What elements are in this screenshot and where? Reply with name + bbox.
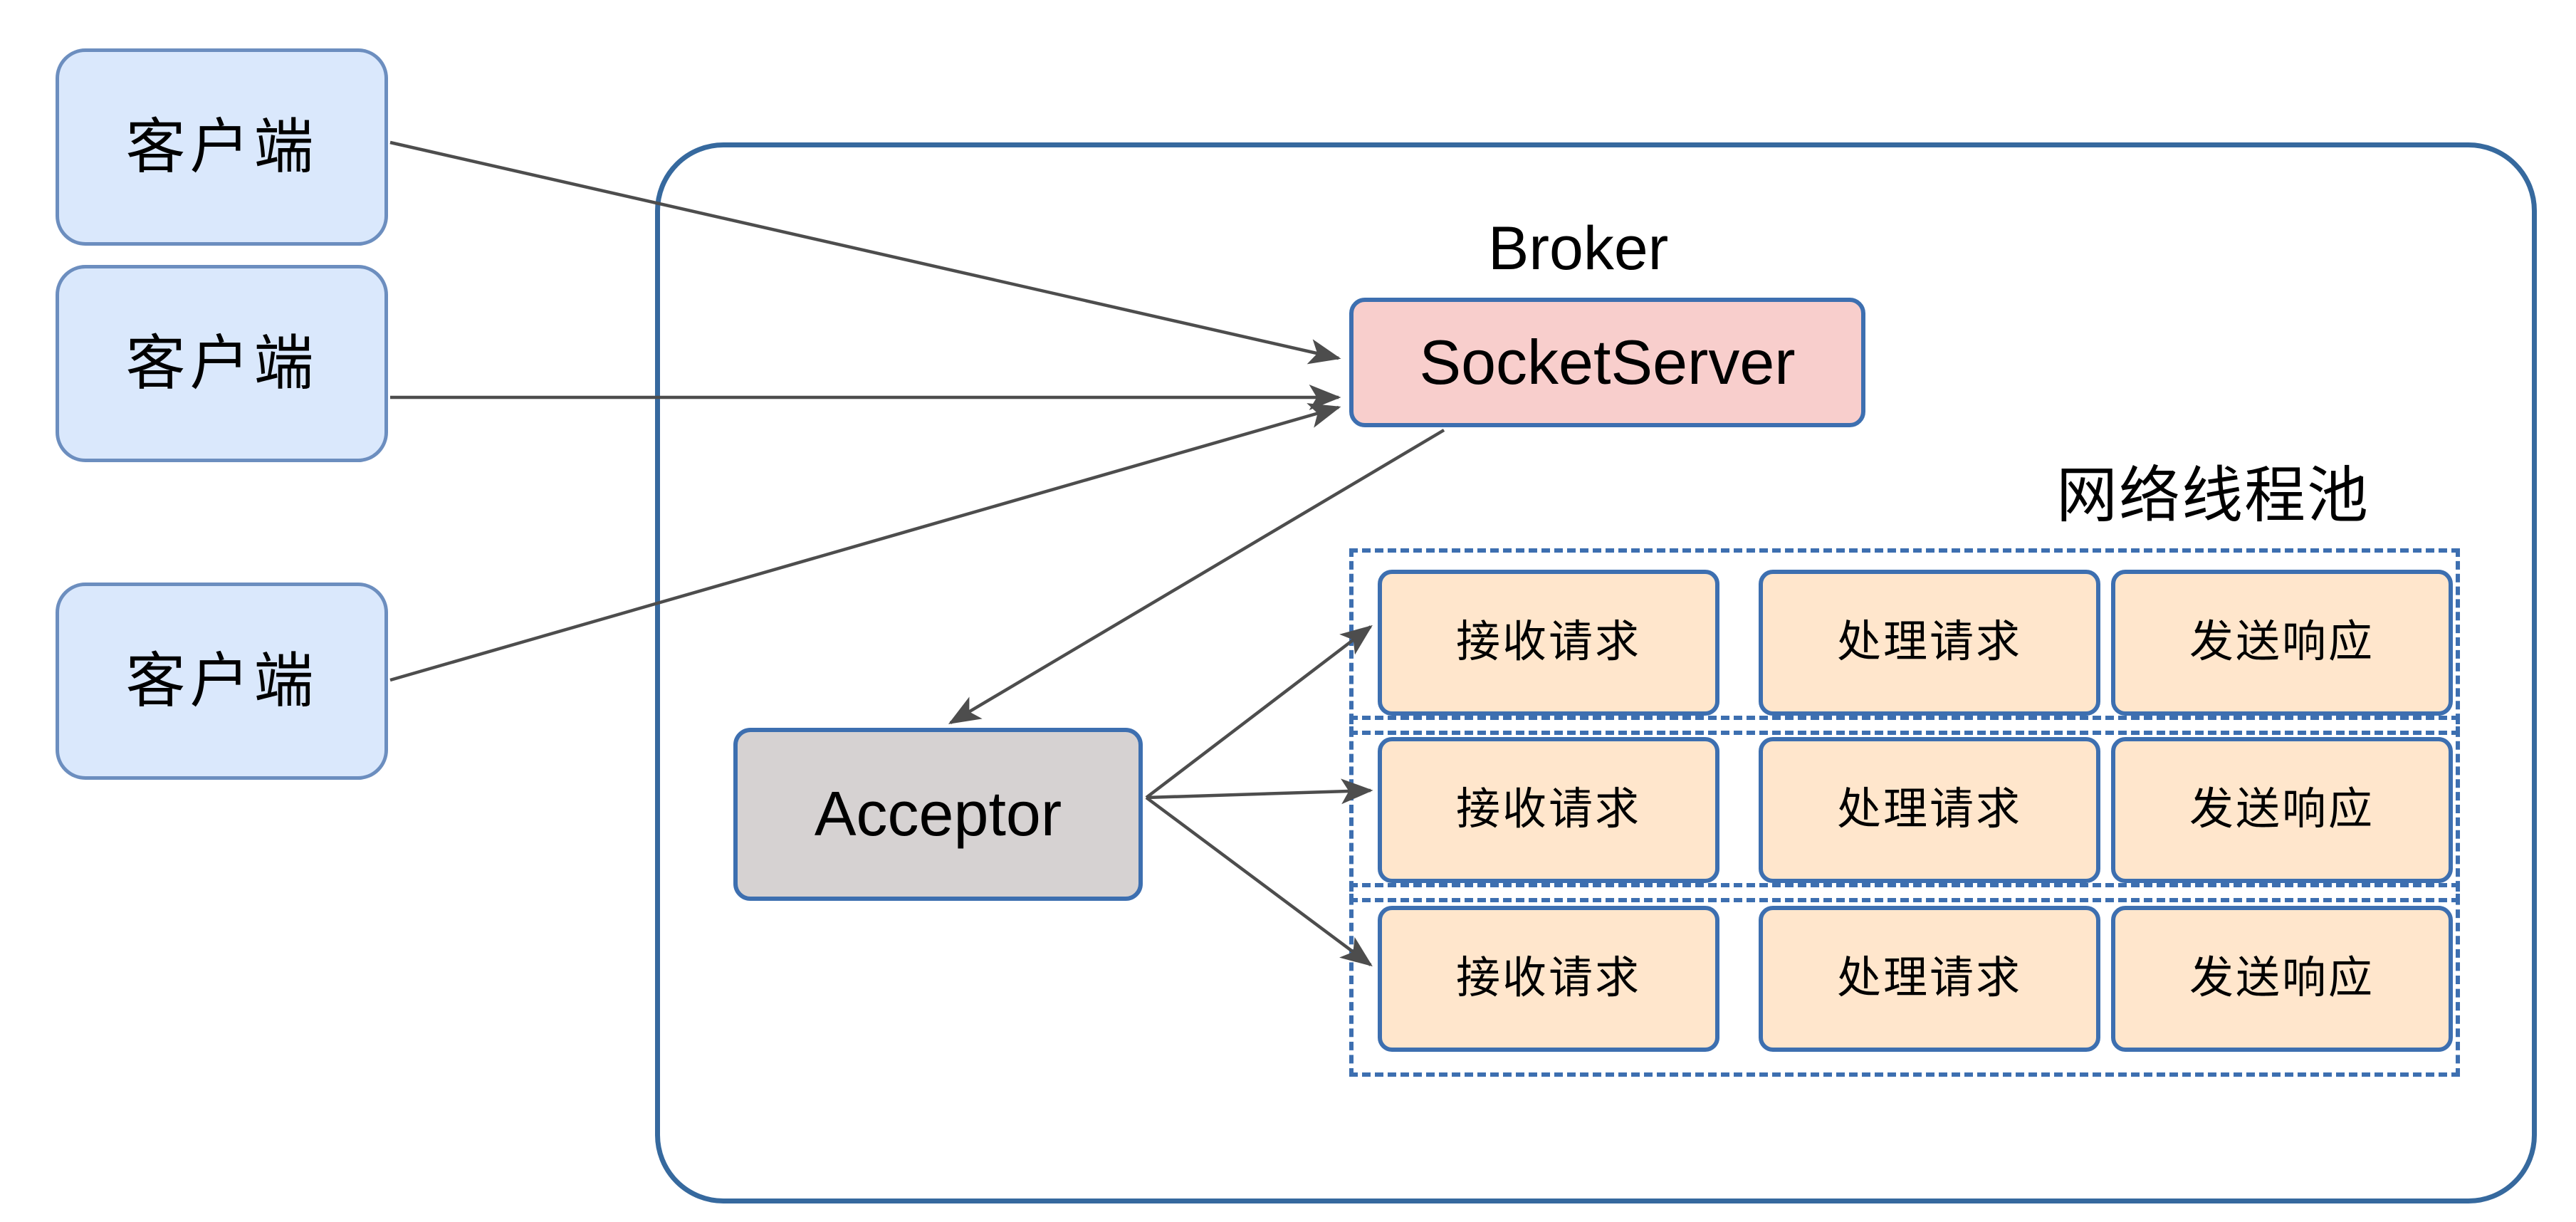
client-box-3[interactable]: 客户端	[56, 583, 388, 780]
client-box-1[interactable]: 客户端	[56, 48, 388, 246]
broker-label: Broker	[1488, 214, 1669, 283]
thread-row-3-send-response[interactable]: 发送响应	[2111, 906, 2453, 1052]
socketserver-box[interactable]: SocketServer	[1349, 298, 1865, 427]
thread-row-1-send-response[interactable]: 发送响应	[2111, 570, 2453, 716]
thread-row-1-process-request[interactable]: 处理请求	[1759, 570, 2100, 716]
thread-row-3-receive-request[interactable]: 接收请求	[1378, 906, 1719, 1052]
thread-row-3-process-request[interactable]: 处理请求	[1759, 906, 2100, 1052]
thread-row-1-receive-request[interactable]: 接收请求	[1378, 570, 1719, 716]
acceptor-box[interactable]: Acceptor	[733, 728, 1143, 901]
thread-row-2-receive-request[interactable]: 接收请求	[1378, 737, 1719, 883]
thread-row-3	[1349, 883, 2460, 1077]
thread-row-2-send-response[interactable]: 发送响应	[2111, 737, 2453, 883]
client-box-2[interactable]: 客户端	[56, 265, 388, 462]
network-thread-pool-label: 网络线程池	[2056, 461, 2370, 530]
thread-row-2-process-request[interactable]: 处理请求	[1759, 737, 2100, 883]
